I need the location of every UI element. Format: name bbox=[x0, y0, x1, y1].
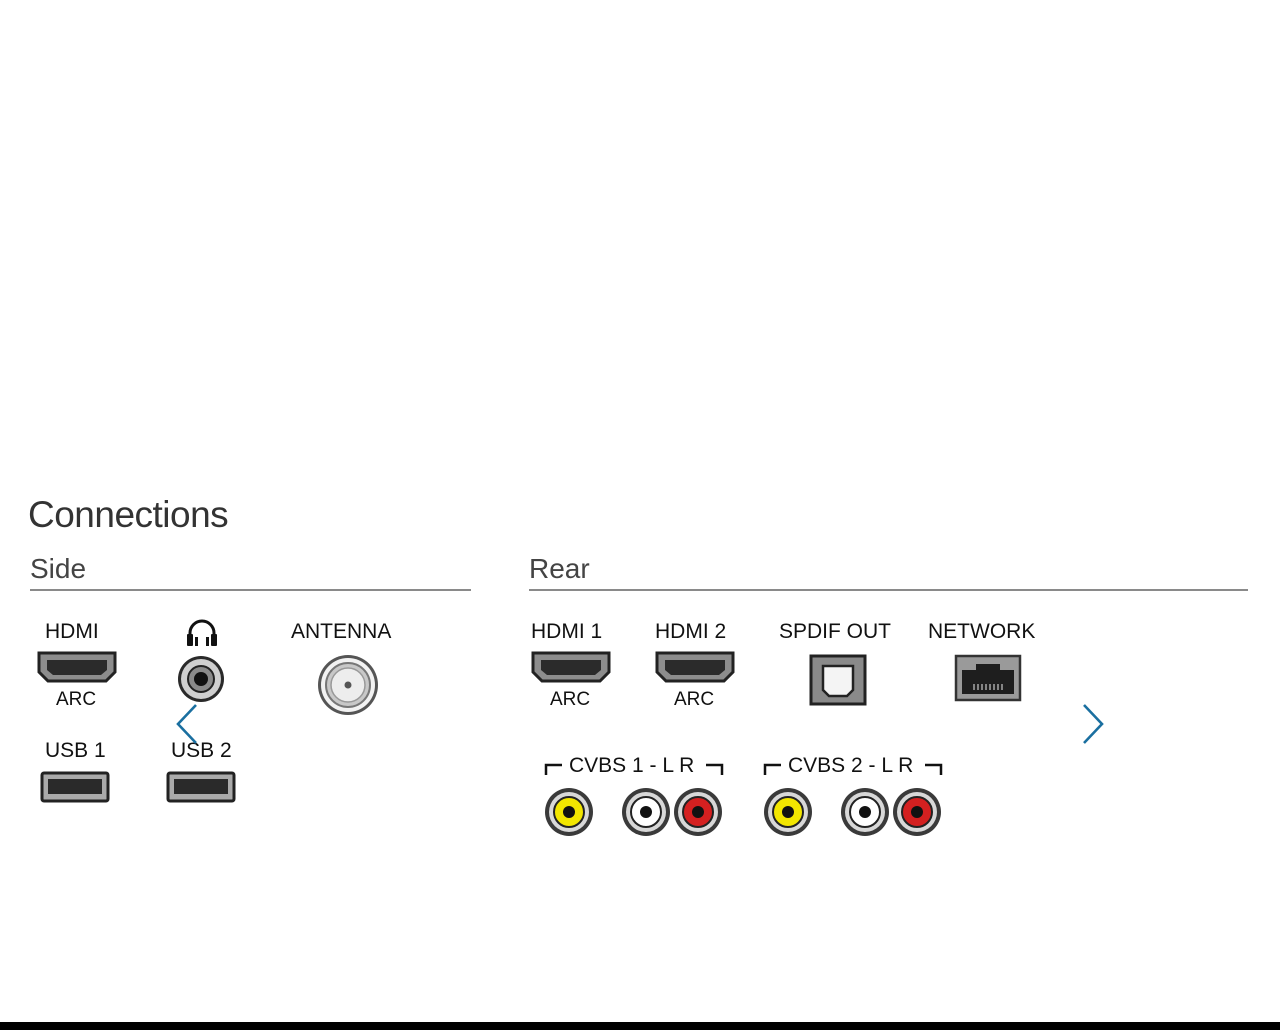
bottom-bar bbox=[0, 1022, 1280, 1030]
hdmi2-label: HDMI 2 bbox=[655, 620, 727, 643]
usb1-port-icon bbox=[40, 771, 110, 803]
rca-yellow-port-icon bbox=[762, 786, 814, 838]
hdmi-port-icon bbox=[654, 650, 736, 684]
ethernet-port-icon bbox=[954, 654, 1022, 702]
usb1-label: USB 1 bbox=[45, 739, 106, 762]
chevron-left-icon[interactable] bbox=[172, 702, 202, 746]
rca-white-port-icon bbox=[839, 786, 891, 838]
rca-red-port-icon bbox=[672, 786, 724, 838]
rear-divider bbox=[529, 589, 1248, 591]
hdmi1-arc-label: ARC bbox=[550, 689, 591, 710]
hdmi2-arc-label: ARC bbox=[674, 689, 715, 710]
network-label: NETWORK bbox=[928, 620, 1036, 643]
cvbs2-label: CVBS 2 - L R bbox=[788, 754, 914, 777]
usb2-label: USB 2 bbox=[171, 739, 232, 762]
hdmi1-label: HDMI 1 bbox=[531, 620, 603, 643]
antenna-label: ANTENNA bbox=[291, 620, 392, 643]
hdmi-port-icon bbox=[530, 650, 612, 684]
side-divider bbox=[30, 589, 471, 591]
side-heading: Side bbox=[30, 553, 87, 584]
side-hdmi-arc-label: ARC bbox=[56, 689, 97, 710]
rear-heading: Rear bbox=[529, 553, 590, 584]
hdmi-port-icon bbox=[36, 650, 118, 684]
rca-yellow-port-icon bbox=[543, 786, 595, 838]
rca-red-port-icon bbox=[891, 786, 943, 838]
side-hdmi-label: HDMI bbox=[45, 620, 99, 643]
spdif-label: SPDIF OUT bbox=[779, 620, 892, 643]
headphones-icon bbox=[185, 618, 219, 648]
chevron-right-icon[interactable] bbox=[1078, 702, 1108, 746]
usb2-port-icon bbox=[166, 771, 236, 803]
cvbs1-label: CVBS 1 - L R bbox=[569, 754, 695, 777]
cvbs1-bracket-right bbox=[704, 762, 724, 776]
audio-jack-icon bbox=[176, 654, 226, 704]
page-title: Connections bbox=[28, 494, 229, 535]
cvbs1-bracket-left bbox=[544, 762, 564, 776]
antenna-port-icon bbox=[316, 653, 380, 717]
cvbs2-bracket-left bbox=[763, 762, 783, 776]
cvbs2-bracket-right bbox=[923, 762, 943, 776]
rca-white-port-icon bbox=[620, 786, 672, 838]
optical-port-icon bbox=[809, 654, 867, 706]
